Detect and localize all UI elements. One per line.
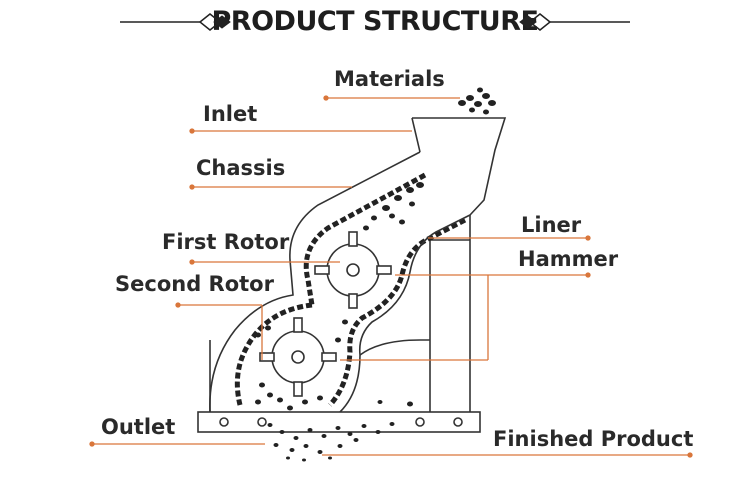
label-second-rotor: Second Rotor [115,272,274,296]
label-liner: Liner [521,213,582,237]
label-finished-product: Finished Product [493,427,694,451]
label-inlet: Inlet [203,102,258,126]
label-outlet: Outlet [101,415,176,439]
leader-lines [89,95,693,458]
label-materials: Materials [334,67,445,91]
label-chassis: Chassis [196,156,286,180]
page-title: PRODUCT STRUCTURE [211,6,539,37]
second-rotor [259,317,337,397]
title-ornament-left [120,13,231,31]
material-particles [255,87,496,462]
title-ornament-right [519,13,630,31]
label-first-rotor: First Rotor [162,230,290,254]
label-hammer: Hammer [518,247,619,271]
crusher-body [197,117,507,433]
first-rotor [314,231,392,309]
